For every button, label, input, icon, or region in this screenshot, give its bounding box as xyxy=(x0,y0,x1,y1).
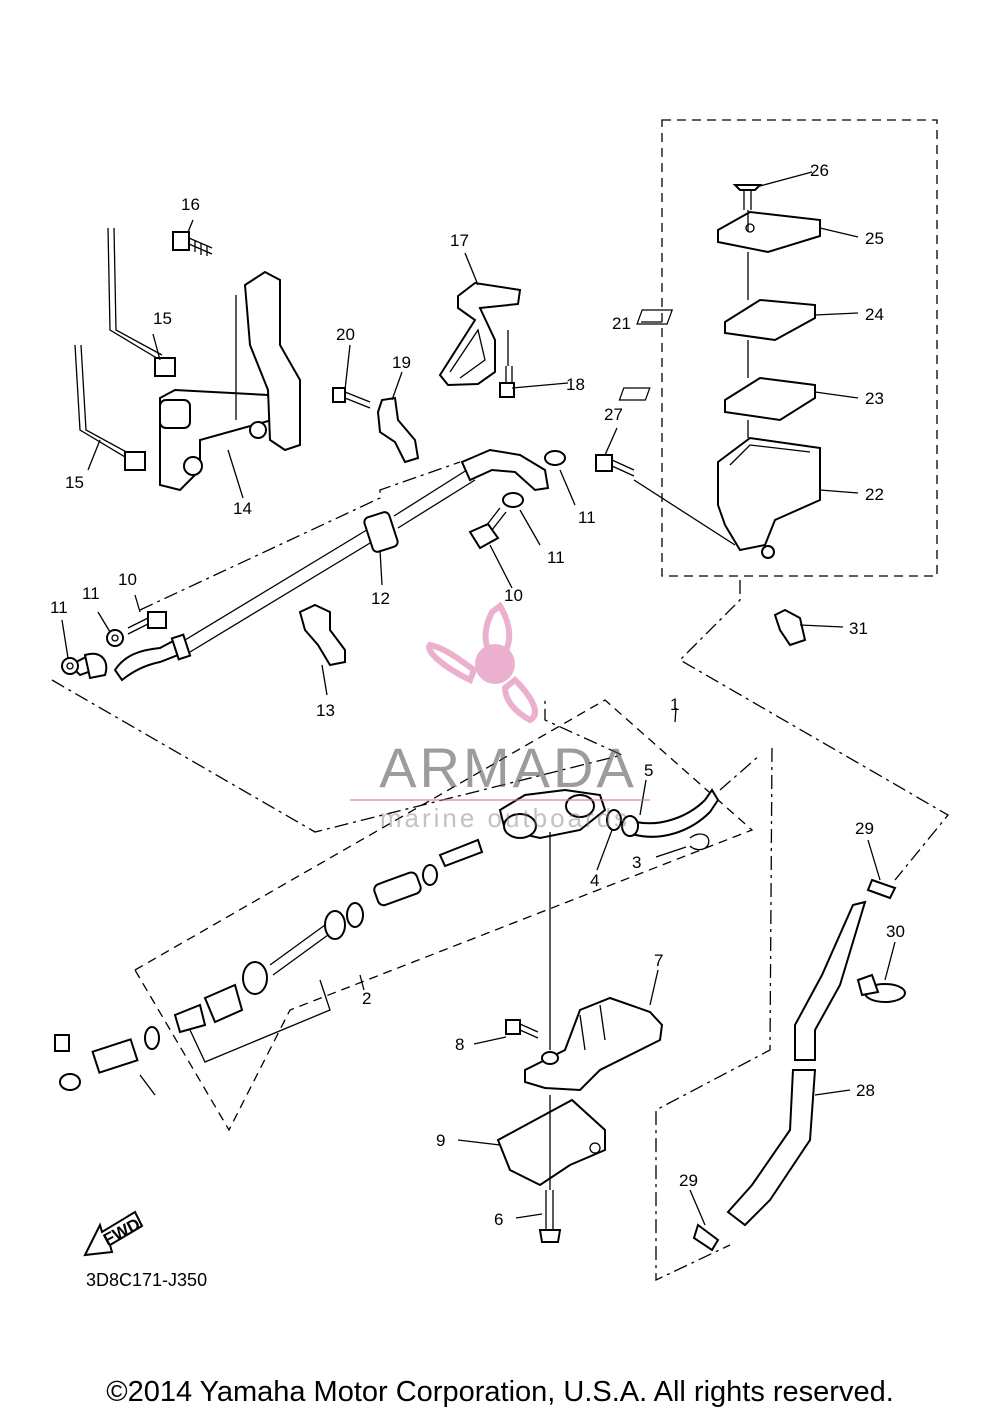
label-11-pair: 11 xyxy=(82,584,100,603)
screw-26 xyxy=(732,184,763,210)
clamp-30 xyxy=(856,973,906,1003)
label-6: 6 xyxy=(494,1210,503,1229)
piston-kit-2 xyxy=(173,838,484,1063)
label-16: 16 xyxy=(181,195,200,214)
label-18: 18 xyxy=(566,375,585,394)
label-15-lower: 15 xyxy=(65,473,84,492)
leader-lines xyxy=(61,171,896,1226)
label-12: 12 xyxy=(371,589,390,608)
part-labels: 1 2 3 4 5 6 7 8 9 10 10 11 11 11 11 12 1… xyxy=(50,161,905,1229)
clip-31 xyxy=(773,608,807,647)
watermark-subtitle: marine outboards xyxy=(379,803,631,833)
label-24: 24 xyxy=(865,305,884,324)
bracket-9 xyxy=(496,1098,606,1187)
washer-11-right-b xyxy=(502,492,524,508)
watermark-brand: ARMADA xyxy=(379,736,637,799)
bolt-10-right xyxy=(468,507,507,550)
cable-tie-15-lower xyxy=(74,344,146,471)
diaphragm-plate-24 xyxy=(636,298,816,342)
hose-28 xyxy=(726,900,867,1227)
label-23: 23 xyxy=(865,389,884,408)
bolt-27 xyxy=(595,454,635,477)
cable-tie-15-upper xyxy=(107,227,176,377)
label-20: 20 xyxy=(336,325,355,344)
gasket-23 xyxy=(618,376,816,422)
label-29-lower: 29 xyxy=(679,1171,698,1190)
fwd-arrow-icon: FWD xyxy=(83,1210,144,1257)
bolt-16 xyxy=(172,231,213,256)
bolt-8 xyxy=(505,1019,539,1039)
label-11-left: 11 xyxy=(50,598,68,617)
o-ring-4 xyxy=(606,809,622,831)
label-15-upper: 15 xyxy=(153,309,172,328)
label-2: 2 xyxy=(362,989,371,1008)
label-14: 14 xyxy=(233,499,252,518)
label-1: 1 xyxy=(670,695,679,714)
clip-3 xyxy=(689,833,710,851)
label-19: 19 xyxy=(392,353,411,372)
label-11-right-a: 11 xyxy=(578,508,596,527)
label-10-right: 10 xyxy=(504,586,523,605)
bracket-assembly-14 xyxy=(159,270,301,492)
watermark-divider xyxy=(350,799,650,801)
clamp-29-lower xyxy=(692,1223,720,1252)
label-3: 3 xyxy=(632,853,641,872)
label-5: 5 xyxy=(644,761,653,780)
routing-line-right xyxy=(678,580,949,881)
clevis-assembly xyxy=(54,1026,160,1096)
routing-line-lower xyxy=(655,747,773,1282)
label-11-right-b: 11 xyxy=(547,548,565,567)
label-7: 7 xyxy=(654,951,663,970)
label-29-upper: 29 xyxy=(855,819,874,838)
bolt-6 xyxy=(538,1190,562,1243)
bolt-20 xyxy=(332,387,371,409)
washer-11-right-a xyxy=(544,450,566,466)
label-26: 26 xyxy=(810,161,829,180)
reservoir-22 xyxy=(717,436,821,559)
reservoir-group-box xyxy=(661,119,938,577)
bolt-10-left xyxy=(127,611,167,635)
routing-line-left xyxy=(51,679,624,833)
label-28: 28 xyxy=(856,1081,875,1100)
label-13: 13 xyxy=(316,701,335,720)
label-31: 31 xyxy=(849,619,868,638)
clamp-bracket-17 xyxy=(438,281,522,387)
label-17: 17 xyxy=(450,231,469,250)
label-22: 22 xyxy=(865,485,884,504)
watermark-propeller-icon xyxy=(426,601,538,724)
label-21: 21 xyxy=(612,314,631,333)
label-10-left: 10 xyxy=(118,570,137,589)
label-8: 8 xyxy=(455,1035,464,1054)
bracket-7 xyxy=(524,996,664,1092)
washer-11-pair xyxy=(106,629,124,647)
routing-line-upper xyxy=(139,461,461,611)
label-27: 27 xyxy=(604,405,623,424)
label-30: 30 xyxy=(886,922,905,941)
clamp-13 xyxy=(298,603,346,667)
clip-19 xyxy=(376,396,420,464)
label-4: 4 xyxy=(590,871,599,890)
clamp-29-upper xyxy=(866,878,897,900)
label-25: 25 xyxy=(865,229,884,248)
routing-line-pipe xyxy=(719,754,761,791)
copyright-notice: ©2014 Yamaha Motor Corporation, U.S.A. A… xyxy=(106,1376,894,1408)
hose-joint-5 xyxy=(621,788,720,838)
label-9: 9 xyxy=(436,1131,445,1150)
master-cylinder-group-box xyxy=(134,699,754,1132)
diagram-code: 3D8C171-J350 xyxy=(86,1270,208,1290)
brake-hose xyxy=(68,448,550,682)
washer-11-left xyxy=(61,657,79,675)
cap-25 xyxy=(717,210,821,254)
bolt-18 xyxy=(499,330,515,398)
leader-27-line xyxy=(633,479,736,546)
